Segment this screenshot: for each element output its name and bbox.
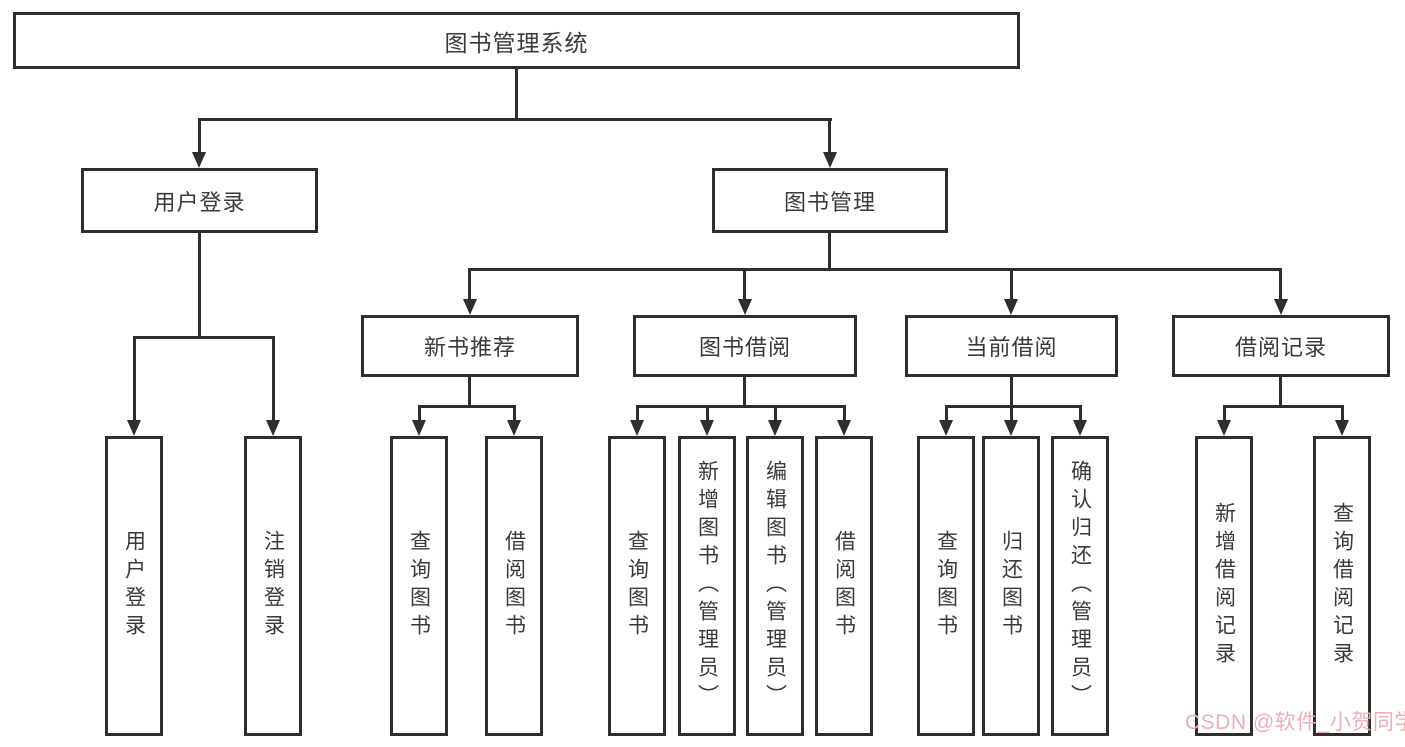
arrow-down-icon <box>1335 420 1349 436</box>
connector-line <box>945 405 948 420</box>
connector-line <box>1279 377 1282 405</box>
arrow-down-icon <box>412 420 426 436</box>
arrow-down-icon <box>1274 299 1288 315</box>
arrow-down-icon <box>768 420 782 436</box>
arrow-down-icon <box>1004 420 1018 436</box>
leaf-query-books: 查询图书 <box>917 436 975 736</box>
connector-line <box>418 405 421 420</box>
connector-line <box>469 268 1282 271</box>
node-label: 新书推荐 <box>423 335 516 360</box>
leaf-label: 借阅图书 <box>832 530 856 642</box>
connector-line <box>515 69 518 118</box>
arrow-down-icon <box>823 152 837 168</box>
leaf-label: 新增借阅记录 <box>1212 502 1236 670</box>
arrow-down-icon <box>192 152 206 168</box>
leaf-label: 新增图书（管理员） <box>695 460 719 712</box>
connector-line <box>198 233 201 336</box>
connector-line <box>945 405 1081 408</box>
leaf-confirm-return-admin: 确认归还（管理员） <box>1051 436 1109 736</box>
connector-line <box>743 268 746 299</box>
node-label: 图书借阅 <box>698 335 791 360</box>
connector-line <box>198 118 201 152</box>
connector-line <box>513 405 516 420</box>
arrow-down-icon <box>700 420 714 436</box>
connector-line <box>1223 405 1343 408</box>
connector-line <box>1010 405 1013 420</box>
arrow-down-icon <box>266 420 280 436</box>
node-label: 借阅记录 <box>1234 335 1327 360</box>
leaf-label: 确认归还（管理员） <box>1068 460 1092 712</box>
leaf-user-login: 用户登录 <box>105 436 163 736</box>
node-new-book-recommend: 新书推荐 <box>361 315 579 377</box>
arrow-down-icon <box>507 420 521 436</box>
arrow-down-icon <box>463 299 477 315</box>
node-current-borrow: 当前借阅 <box>905 315 1118 377</box>
leaf-borrow-books: 借阅图书 <box>815 436 873 736</box>
connector-line <box>468 268 471 299</box>
node-library-management-system: 图书管理系统 <box>13 12 1020 69</box>
node-borrow-records: 借阅记录 <box>1172 315 1390 377</box>
arrow-down-icon <box>738 299 752 315</box>
leaf-borrow-books: 借阅图书 <box>485 436 543 736</box>
arrow-down-icon <box>1217 420 1231 436</box>
arrow-down-icon <box>1073 420 1087 436</box>
node-label: 图书管理系统 <box>444 29 589 56</box>
leaf-query-books: 查询图书 <box>608 436 666 736</box>
connector-line <box>828 233 831 268</box>
connector-line <box>1010 377 1013 405</box>
connector-line <box>272 336 275 420</box>
leaf-label: 归还图书 <box>999 530 1023 642</box>
leaf-label: 查询图书 <box>407 530 431 642</box>
connector-line <box>706 405 709 420</box>
leaf-query-borrow-record: 查询借阅记录 <box>1313 436 1371 736</box>
leaf-label: 查询借阅记录 <box>1330 502 1354 670</box>
leaf-edit-books-admin: 编辑图书（管理员） <box>746 436 804 736</box>
arrow-down-icon <box>630 420 644 436</box>
leaf-label: 借阅图书 <box>502 530 526 642</box>
leaf-query-books: 查询图书 <box>390 436 448 736</box>
connector-line <box>418 405 515 408</box>
arrow-down-icon <box>1004 299 1018 315</box>
connector-line <box>743 377 746 405</box>
leaf-label: 用户登录 <box>122 530 146 642</box>
leaf-label: 编辑图书（管理员） <box>763 460 787 712</box>
node-user-login: 用户登录 <box>81 168 318 233</box>
arrow-down-icon <box>939 420 953 436</box>
leaf-logout-login: 注销登录 <box>244 436 302 736</box>
node-label: 用户登录 <box>153 189 246 215</box>
connector-line <box>1010 268 1013 299</box>
leaf-label: 查询图书 <box>934 530 958 642</box>
leaf-label: 查询图书 <box>625 530 649 642</box>
csdn-watermark: CSDN @软件_小贺同学 <box>1185 711 1405 734</box>
node-label: 当前借阅 <box>965 335 1058 360</box>
leaf-label: 注销登录 <box>261 530 285 642</box>
connector-line <box>1341 405 1344 420</box>
connector-line <box>133 336 275 339</box>
leaf-return-books: 归还图书 <box>982 436 1040 736</box>
leaf-add-borrow-record: 新增借阅记录 <box>1195 436 1253 736</box>
node-label: 图书管理 <box>783 189 876 215</box>
connector-line <box>843 405 846 420</box>
arrow-down-icon <box>837 420 851 436</box>
connector-line <box>198 118 832 121</box>
leaf-add-books-admin: 新增图书（管理员） <box>678 436 736 736</box>
node-book-borrow: 图书借阅 <box>633 315 857 377</box>
connector-line <box>133 336 136 420</box>
node-book-management: 图书管理 <box>712 168 948 233</box>
connector-line <box>636 405 845 408</box>
connector-line <box>828 118 831 152</box>
connector-line <box>1079 405 1082 420</box>
connector-line <box>468 377 471 405</box>
arrow-down-icon <box>127 420 141 436</box>
connector-line <box>1223 405 1226 420</box>
connector-line <box>774 405 777 420</box>
connector-line <box>636 405 639 420</box>
connector-line <box>1279 268 1282 299</box>
